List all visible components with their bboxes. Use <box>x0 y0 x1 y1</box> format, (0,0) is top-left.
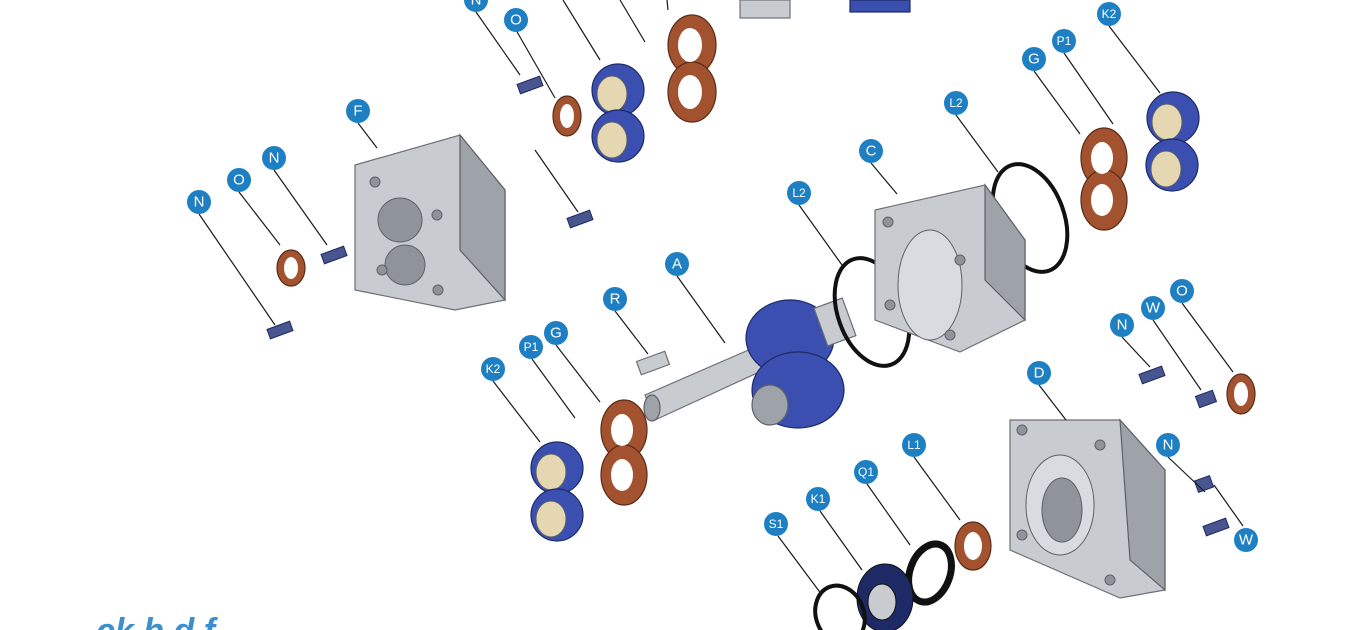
part-pin-n-top <box>516 75 544 95</box>
callout-n-right: N <box>1110 313 1134 337</box>
callout-l1: L1 <box>902 433 926 457</box>
part-shaft-top-partial <box>739 0 791 19</box>
callout-label: G <box>550 325 562 342</box>
part-seal-o-left-hole <box>284 257 298 279</box>
part-bearing-k2-right <box>1145 91 1200 192</box>
callout-label: D <box>1034 365 1045 382</box>
callout-label: O <box>233 172 245 189</box>
callout-p1-right: P1 <box>1052 29 1076 53</box>
part-pin-n-left-low <box>266 320 294 340</box>
part-flange-d <box>1009 418 1166 599</box>
part-housing-f <box>354 133 506 311</box>
callout-label: Q1 <box>858 465 874 479</box>
callout-label: O <box>510 12 522 29</box>
callout-left-n-low: N <box>187 190 211 214</box>
part-seal-o-top-hole <box>560 104 574 128</box>
part-key-r <box>635 350 671 376</box>
part-bearing-k1 <box>856 563 914 630</box>
footer-partial-title: ck h d f <box>96 612 215 630</box>
callout-label: K2 <box>1102 7 1117 21</box>
part-pin-n-lower <box>1202 517 1230 537</box>
callout-r: R <box>603 287 627 311</box>
callout-l2-right: L2 <box>944 91 968 115</box>
part-bearing-k2-left <box>530 441 584 542</box>
callout-f: F <box>346 99 370 123</box>
part-seal-o-right-hole <box>1234 382 1248 406</box>
callout-label: O <box>1176 283 1188 300</box>
callout-label: N <box>194 194 205 211</box>
part-bushing-g-right <box>1080 127 1128 231</box>
callout-label: F <box>353 103 362 120</box>
callout-s1: S1 <box>764 512 788 536</box>
callout-label: L1 <box>907 438 921 452</box>
callout-a: A <box>665 252 689 276</box>
callout-label: A <box>672 256 682 273</box>
callout-label: G <box>1028 51 1040 68</box>
callout-label: L2 <box>792 186 806 200</box>
callout-w-lower: W <box>1234 528 1258 552</box>
part-bearing-top <box>591 63 645 163</box>
callout-label: L2 <box>949 96 963 110</box>
callout-label: W <box>1146 300 1161 317</box>
callout-label: K2 <box>486 362 501 376</box>
leader-lines <box>198 0 1244 596</box>
part-pin-n-left-high <box>320 245 348 265</box>
callout-k2-left: K2 <box>481 357 505 381</box>
callout-label: N <box>1117 317 1128 334</box>
callout-left-n-high: N <box>262 146 286 170</box>
callout-k2-right: K2 <box>1097 2 1121 26</box>
part-pin-n-middle <box>566 209 594 229</box>
callout-label: S1 <box>769 517 784 531</box>
callout-o-right: O <box>1170 279 1194 303</box>
callout-k1: K1 <box>806 487 830 511</box>
callout-label: N <box>1163 437 1174 454</box>
callout-label: N <box>471 0 482 9</box>
part-pin-n-right <box>1138 365 1166 385</box>
callout-p1-left: P1 <box>519 335 543 359</box>
callout-label: P1 <box>1057 34 1072 48</box>
callout-top-n: N <box>464 0 488 12</box>
callout-q1: Q1 <box>854 460 878 484</box>
part-seal-l1-hole <box>964 532 982 560</box>
part-housing-c <box>874 183 1026 353</box>
callout-w-right: W <box>1141 296 1165 320</box>
part-ring-s1 <box>813 583 867 630</box>
callout-label: W <box>1239 532 1254 549</box>
callout-label: N <box>269 150 280 167</box>
callout-g-left: G <box>544 321 568 345</box>
part-gear-shaft-a <box>643 297 857 429</box>
callout-n-lower: N <box>1156 433 1180 457</box>
callout-c: C <box>859 139 883 163</box>
part-bushing-top <box>667 14 717 123</box>
callout-l2-left: L2 <box>787 181 811 205</box>
callout-left-o: O <box>227 168 251 192</box>
callout-label: R <box>610 291 621 308</box>
callout-label: K1 <box>811 492 826 506</box>
part-plug-w-right <box>1194 389 1218 409</box>
part-ring-q1 <box>905 540 955 606</box>
callout-label: P1 <box>524 340 539 354</box>
callout-top-o: O <box>504 8 528 32</box>
part-plug-w-lower <box>1193 474 1215 494</box>
callout-label: C <box>866 143 877 160</box>
part-bushing-g-left <box>600 399 648 506</box>
part-gear-top-partial <box>849 0 911 13</box>
callout-d: D <box>1027 361 1051 385</box>
callout-g-right: G <box>1022 47 1046 71</box>
